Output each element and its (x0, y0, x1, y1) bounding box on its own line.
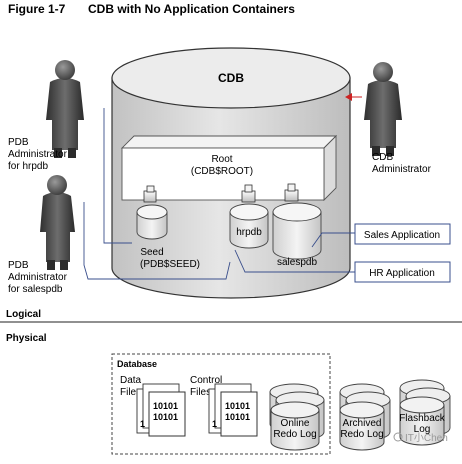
cdb-admin-person-icon (364, 62, 402, 156)
control-files-bits-2: 10101 (225, 412, 250, 422)
data-files-bits-left: 1 (140, 419, 145, 429)
archived-redo-label-1: Archived (343, 418, 382, 429)
seed-label: Seed (140, 247, 163, 258)
figure-number: Figure 1-7 (8, 2, 66, 16)
online-redo-label-2: Redo Log (273, 429, 316, 440)
online-redo-label-1: Online (281, 418, 310, 429)
pdb-admin-hr-label-1: PDB (8, 137, 29, 148)
salespdb-plug-icon (284, 183, 299, 202)
data-files-label-2: Files (120, 387, 141, 398)
sales-application-label: Sales Application (364, 230, 440, 241)
data-files-label-1: Data (120, 375, 142, 386)
cdb-admin-label-1: CDB (372, 152, 393, 163)
salespdb: salespdb (272, 183, 322, 268)
online-redo-log-icon: Online Redo Log (269, 383, 325, 451)
cdb-admin-label-2: Administrator (372, 164, 432, 175)
hrpdb: hrpdb (229, 184, 269, 249)
salespdb-label: salespdb (277, 257, 317, 268)
control-files-label-2: Files (190, 387, 211, 398)
cdb-label: CDB (218, 71, 244, 85)
data-files-bits-2: 10101 (153, 412, 178, 422)
pdb-admin-hr-label-2: Administrator (8, 149, 68, 160)
pdb-admin-sales-label-2: Administrator (8, 272, 68, 283)
control-files-bits-1: 10101 (225, 401, 250, 411)
connector-lines (83, 93, 362, 280)
data-files-icon: 10101 10101 1 (136, 383, 186, 437)
root-label: Root (211, 154, 232, 165)
control-files-bits-left: 1 (212, 419, 217, 429)
hrpdb-plug-icon (241, 184, 256, 203)
root-sublabel: (CDB$ROOT) (191, 166, 253, 177)
watermark: IT小Chen (393, 432, 448, 444)
control-files-label-1: Control (190, 375, 222, 386)
hr-application-box: HR Application (354, 261, 451, 283)
physical-label: Physical (6, 333, 47, 344)
logical-label: Logical (6, 309, 41, 320)
hrpdb-label: hrpdb (236, 227, 262, 238)
flashback-label-1: Flashback (399, 413, 446, 424)
data-files-bits-1: 10101 (153, 401, 178, 411)
seed-plug-icon (143, 185, 157, 203)
seed-pdb: Seed (PDB$SEED) (136, 185, 200, 270)
archived-redo-label-2: Redo Log (340, 429, 383, 440)
hr-application-label: HR Application (369, 268, 435, 279)
flashback-log-icon: Flashback Log (399, 379, 451, 446)
pdb-admin-hrpdb-person-icon (46, 60, 84, 158)
pdb-admin-salespdb-person-icon (40, 175, 75, 270)
archived-redo-log-icon: Archived Redo Log (339, 383, 391, 451)
seed-sublabel: (PDB$SEED) (140, 259, 200, 270)
database-group: Database (111, 353, 331, 455)
control-files-icon: 10101 10101 1 (208, 383, 258, 437)
pdb-admin-sales-label-1: PDB (8, 260, 29, 271)
figure-title: CDB with No Application Containers (88, 2, 295, 16)
watermark-text: IT小Chen (405, 432, 448, 444)
flashback-label-2: Log (414, 424, 431, 435)
sales-application-box: Sales Application (354, 223, 451, 245)
pdb-admin-hr-label-3: for hrpdb (8, 161, 48, 172)
pdb-admin-sales-label-3: for salespdb (8, 284, 63, 295)
database-label: Database (117, 359, 157, 369)
